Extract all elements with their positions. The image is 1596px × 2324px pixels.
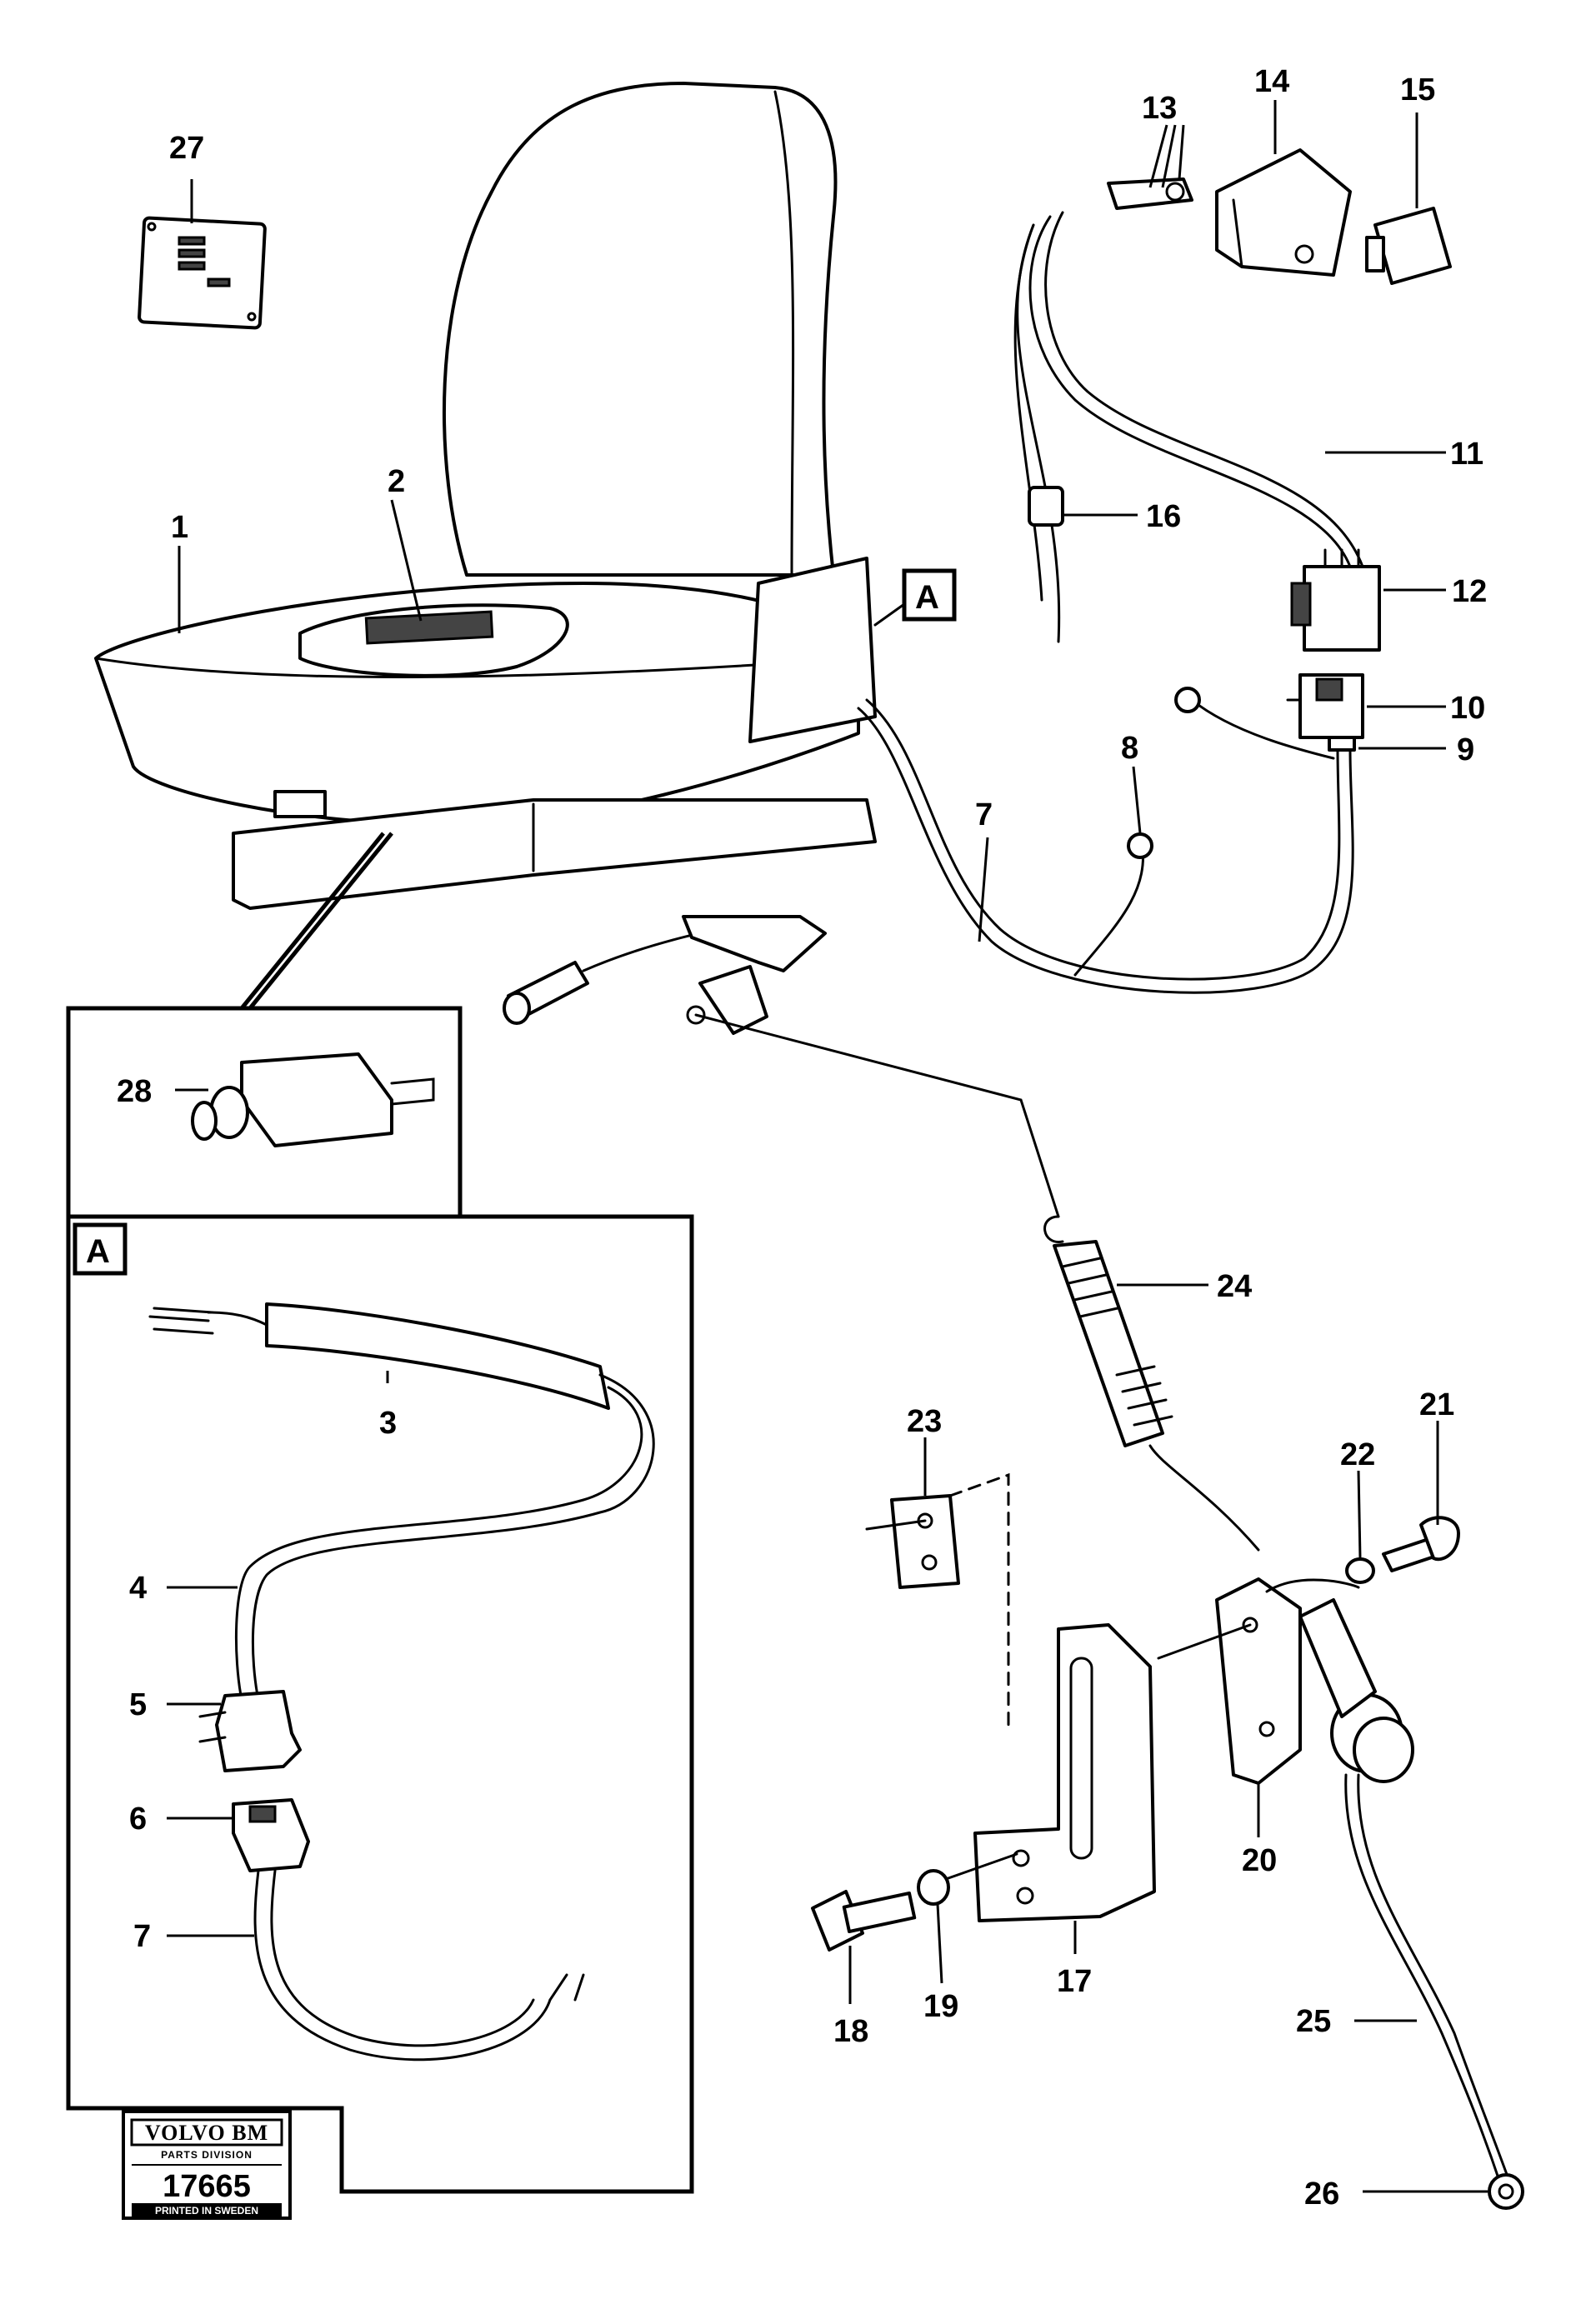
- callout-15: 15: [1400, 72, 1435, 107]
- callout-16: 16: [1146, 499, 1181, 534]
- detail-a-frame: [66, 1214, 694, 2194]
- callout-7-main: 7: [975, 797, 993, 832]
- switch-28: [191, 1052, 435, 1147]
- relay-15: [1365, 207, 1452, 285]
- callout-2: 2: [388, 464, 405, 499]
- callout-leaders: [167, 100, 1488, 2193]
- callout-1: 1: [171, 510, 188, 545]
- bolt-21: [1382, 1516, 1460, 1572]
- detail-a-marker: A: [86, 1233, 110, 1270]
- section-a-marker: A: [915, 579, 939, 616]
- callout-22: 22: [1340, 1437, 1375, 1472]
- callout-28: 28: [117, 1074, 152, 1109]
- harness-7-upper: [857, 687, 1354, 994]
- detail-a-harness: [148, 1302, 655, 2062]
- callout-12: 12: [1452, 574, 1487, 609]
- callout-14: 14: [1254, 64, 1289, 99]
- seat-switch-20: [1157, 1577, 1414, 1785]
- release-lever: [503, 915, 827, 1035]
- spring-24: [1043, 1215, 1260, 1552]
- seat-assembly: [94, 82, 877, 910]
- callout-8: 8: [1121, 731, 1138, 766]
- release-cable: [694, 1013, 1060, 1218]
- callout-numbers: 1 2 3 4 5 6 7 7 8 9 10 11 12 13 14 15 16…: [117, 64, 1487, 2212]
- callout-13: 13: [1142, 91, 1177, 126]
- inset-link-2: [240, 832, 385, 1010]
- callout-4: 4: [129, 1571, 147, 1606]
- stamp-division: PARTS DIVISION: [161, 2149, 253, 2161]
- callout-24: 24: [1217, 1269, 1252, 1304]
- decal-27: [138, 216, 267, 330]
- callout-23: 23: [907, 1404, 942, 1439]
- harness-11: [1013, 177, 1364, 643]
- connector-10: [1286, 673, 1364, 752]
- callout-17: 17: [1057, 1964, 1092, 1999]
- relay-14: [1215, 148, 1352, 277]
- bracket-17: [973, 1623, 1156, 1922]
- ground-lead-25: [1344, 1773, 1524, 2210]
- callout-5: 5: [129, 1687, 147, 1722]
- callout-10: 10: [1450, 691, 1485, 726]
- volvo-bm-stamp: VOLVO BM PARTS DIVISION 17665 PRINTED IN…: [122, 2110, 292, 2220]
- section-a-marker-box: [902, 568, 957, 622]
- callout-7-detail: 7: [133, 1919, 151, 1954]
- callout-19: 19: [923, 1989, 958, 2024]
- callout-3: 3: [379, 1406, 397, 1441]
- callout-25: 25: [1296, 2004, 1331, 2039]
- stamp-brand: VOLVO BM: [145, 2121, 268, 2145]
- callout-26: 26: [1304, 2177, 1339, 2212]
- plate-23: [865, 1472, 1010, 1727]
- section-a-leader: [873, 602, 906, 627]
- inset-link: [248, 832, 393, 1010]
- connector-12: [1290, 548, 1381, 652]
- callout-27: 27: [169, 131, 204, 166]
- callout-20: 20: [1242, 1843, 1277, 1878]
- washer-22: [1345, 1557, 1375, 1584]
- callout-21: 21: [1419, 1387, 1454, 1422]
- stamp-printed: PRINTED IN SWEDEN: [155, 2205, 258, 2217]
- callout-18: 18: [833, 2014, 868, 2049]
- detail-a-marker-box: [73, 1222, 128, 1276]
- callout-6: 6: [129, 1802, 147, 1837]
- stamp-number: 17665: [163, 2169, 251, 2204]
- bolt-18: [811, 1852, 1018, 1952]
- callout-9: 9: [1457, 732, 1474, 767]
- callout-11: 11: [1450, 437, 1483, 472]
